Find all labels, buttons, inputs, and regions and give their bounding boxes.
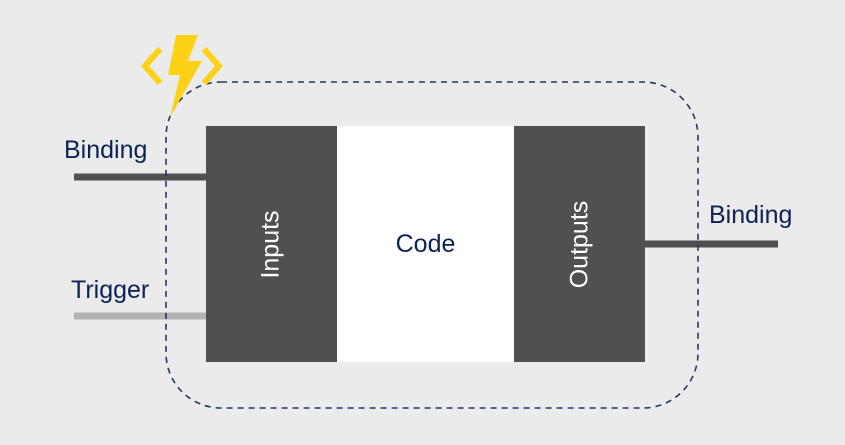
binding-out-label: Binding xyxy=(709,201,793,229)
code-block: Code xyxy=(337,126,514,362)
inputs-block: Inputs xyxy=(206,126,337,362)
code-label: Code xyxy=(395,229,456,258)
azure-functions-bolt-icon xyxy=(140,35,224,117)
outputs-block: Outputs xyxy=(514,126,645,362)
binding-in-label: Binding xyxy=(64,136,148,164)
function-boundary xyxy=(165,81,699,409)
trigger-label: Trigger xyxy=(71,276,150,304)
